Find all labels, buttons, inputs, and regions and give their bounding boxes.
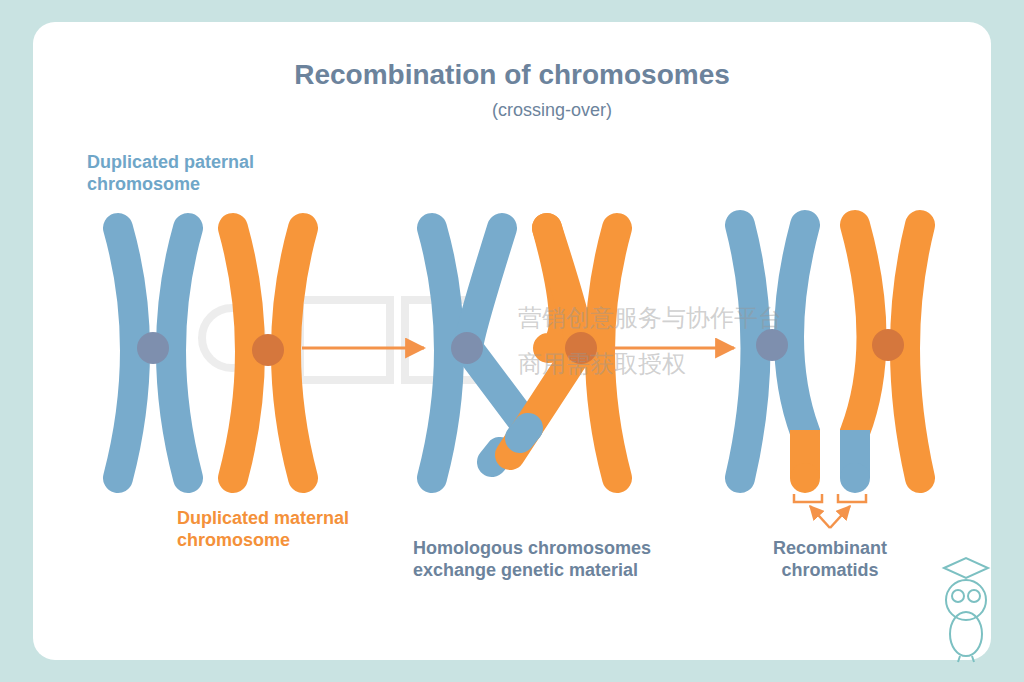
- subtitle: (crossing-over): [40, 100, 1024, 122]
- chromosome-label: Duplicated paternal chromosome: [87, 152, 297, 195]
- chromosome-label: Duplicated maternal chromosome: [177, 508, 392, 551]
- stage-label: Recombinant chromatids: [745, 538, 915, 581]
- watermark: 营销创意服务与协作平台: [518, 304, 878, 333]
- chromatid-tip: [520, 428, 528, 438]
- exchanged-segments: [790, 430, 870, 493]
- bracket: [794, 494, 866, 528]
- owl-mascot: [944, 558, 988, 662]
- stage-label: Homologous chromosomes exchange genetic …: [413, 538, 713, 581]
- paternal-chromosome: [118, 228, 188, 478]
- process-arrow: [612, 347, 734, 350]
- process-arrow: [302, 347, 424, 350]
- paternal-chromosome-crossing: [432, 228, 528, 478]
- maternal-chromosome: [233, 228, 303, 478]
- watermark: 商用需获取授权: [518, 350, 878, 379]
- title: Recombination of chromosomes: [0, 58, 1024, 92]
